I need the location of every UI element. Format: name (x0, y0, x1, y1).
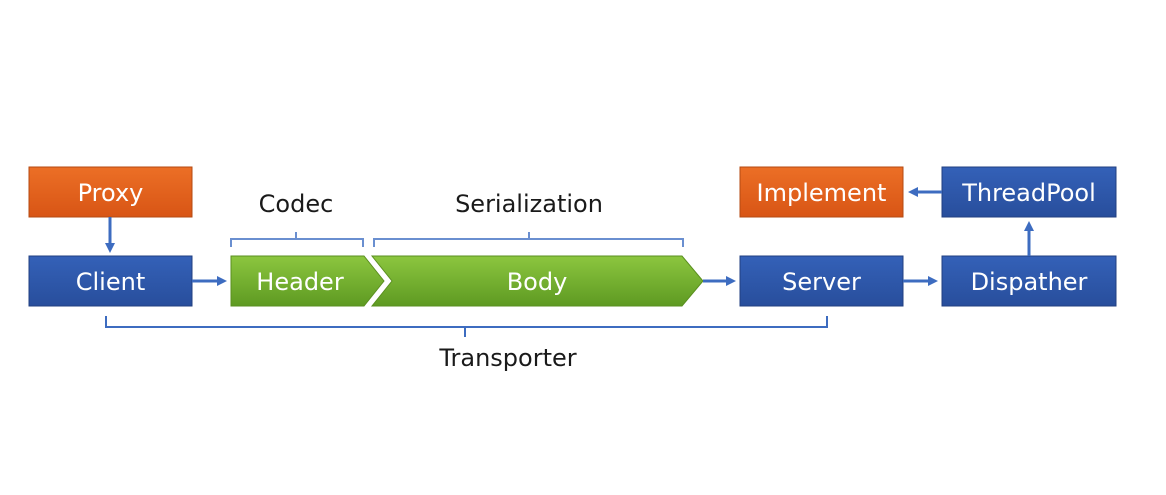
body-label: Body (507, 268, 568, 296)
proxy-box: Proxy (28, 166, 193, 218)
dispatcher-label: Dispather (971, 268, 1088, 296)
header-box: Header (230, 255, 385, 307)
threadpool-box: ThreadPool (941, 166, 1117, 218)
proxy-label: Proxy (78, 179, 144, 207)
dispatcher-box: Dispather (941, 255, 1117, 307)
client-label: Client (76, 268, 145, 296)
body-box: Body (370, 255, 704, 307)
codec-bracket (230, 232, 364, 247)
transporter-label: Transporter (438, 344, 576, 372)
implement-box: Implement (739, 166, 904, 218)
threadpool-label: ThreadPool (961, 179, 1096, 207)
implement-label: Implement (757, 179, 887, 207)
server-box: Server (739, 255, 904, 307)
serialization-bracket (373, 232, 684, 247)
codec-label: Codec (259, 190, 334, 218)
transporter-bracket (105, 316, 828, 337)
serialization-label: Serialization (455, 190, 603, 218)
client-box: Client (28, 255, 193, 307)
header-label: Header (256, 268, 344, 296)
server-label: Server (782, 268, 861, 296)
